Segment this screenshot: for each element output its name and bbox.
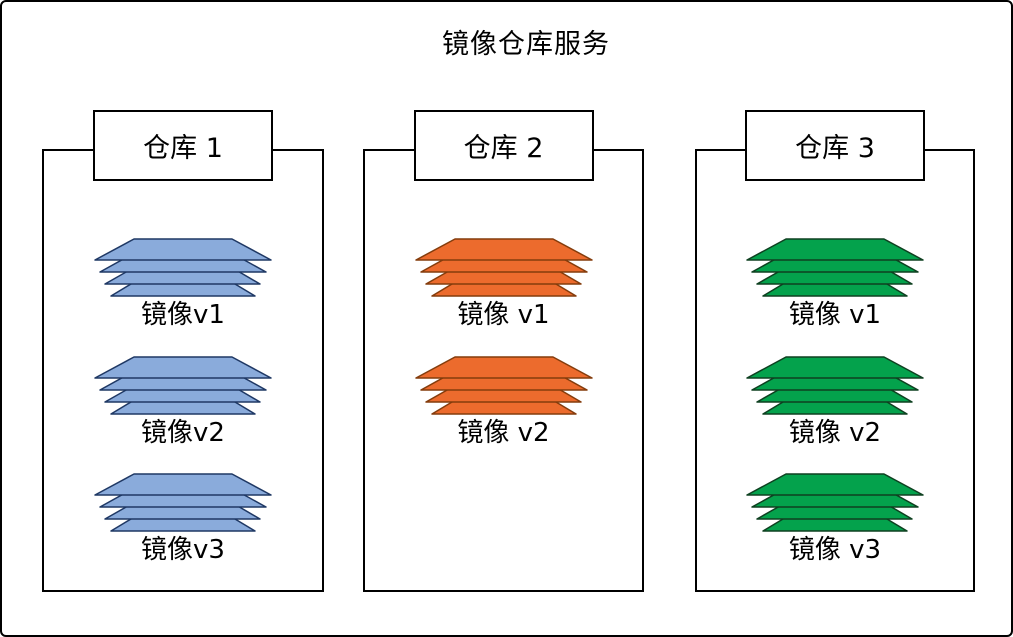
diagram-title: 镜像仓库服务 <box>442 29 610 60</box>
layered-stack-icon <box>414 356 593 415</box>
layered-stack-icon <box>746 356 924 415</box>
warehouse-3-label: 仓库 3 <box>795 133 875 164</box>
stack-label: 镜像 v3 <box>788 535 882 565</box>
layered-stack-icon <box>94 238 272 297</box>
stack-label: 镜像 v1 <box>788 300 882 330</box>
image-stack-row: 镜像 v1 <box>365 238 642 331</box>
warehouse-1-label: 仓库 1 <box>143 133 223 164</box>
layered-stack-icon <box>94 356 272 415</box>
warehouse-2-label-box: 仓库 2 <box>413 110 594 181</box>
warehouse-3-container: 仓库 3 镜像 v1 镜像 v2 镜像 v3 <box>695 110 975 592</box>
warehouse-2-container: 仓库 2 镜像 v1 镜像 v2 <box>363 110 644 592</box>
stack-label: 镜像v1 <box>141 300 225 330</box>
layered-stack-icon <box>94 473 272 532</box>
warehouse-3-label-box: 仓库 3 <box>745 110 925 181</box>
stack-label: 镜像 v1 <box>457 300 550 330</box>
image-stack-row: 镜像v3 <box>44 473 322 566</box>
layered-stack-icon <box>746 473 924 532</box>
stack-label: 镜像 v2 <box>457 418 550 448</box>
image-stack-row: 镜像 v3 <box>697 473 973 566</box>
image-stack-row: 镜像v1 <box>44 238 322 331</box>
layered-stack-icon <box>746 238 924 297</box>
warehouse-2-label: 仓库 2 <box>463 133 544 164</box>
stack-label: 镜像v2 <box>141 418 225 448</box>
image-stack-row: 镜像 v1 <box>697 238 973 331</box>
stack-label: 镜像v3 <box>141 535 225 565</box>
layered-stack-icon <box>414 238 593 297</box>
warehouse-1-label-box: 仓库 1 <box>93 110 273 181</box>
warehouse-1-container: 仓库 1 镜像v1 镜像v2 镜像v3 <box>42 110 324 592</box>
stack-label: 镜像 v2 <box>788 418 882 448</box>
image-stack-row: 镜像v2 <box>44 356 322 449</box>
image-stack-row: 镜像 v2 <box>697 356 973 449</box>
image-stack-row: 镜像 v2 <box>365 356 642 449</box>
